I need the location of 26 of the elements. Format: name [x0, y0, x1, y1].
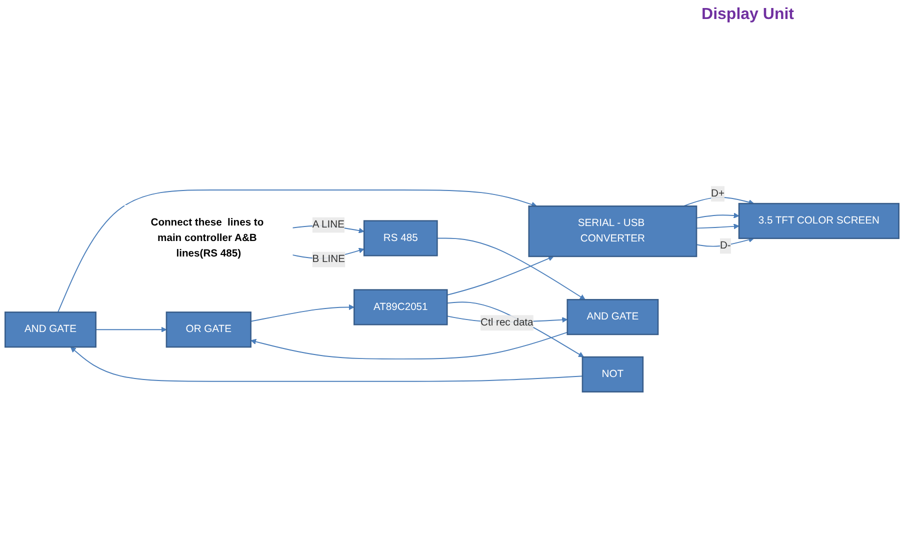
node-box: NOT — [582, 356, 644, 392]
arrow — [95, 326, 167, 332]
node-box: AT89C2051 — [354, 289, 448, 326]
arrow — [70, 346, 583, 382]
diagram-title: Display Unit — [702, 6, 794, 24]
arrow — [250, 332, 568, 360]
node-text: Connect these lines to main controller A&B lines(RS 485) — [150, 216, 264, 259]
edge-label: D- — [720, 240, 731, 252]
arrow — [250, 304, 354, 322]
arrow — [682, 196, 754, 207]
arrow — [446, 256, 554, 296]
edge-label: B LINE — [312, 254, 345, 265]
node-box: SERIAL - USB CONVERTER — [528, 206, 698, 258]
arrow — [436, 238, 586, 300]
node-box: OR GATE — [166, 312, 252, 348]
arrow — [696, 224, 740, 230]
arrow — [696, 212, 740, 218]
node-box: AND GATE — [4, 312, 96, 348]
edge-label: Ctl rec data — [480, 317, 534, 328]
node-box: AND GATE — [566, 298, 659, 336]
node-box: RS 485 — [363, 220, 438, 256]
arrow — [57, 190, 537, 313]
arrow — [696, 236, 754, 247]
edge-label: A LINE — [312, 219, 344, 230]
edge-label: D+ — [711, 188, 724, 200]
node-box: 3.5 TFT COLOR SCREEN — [738, 202, 900, 240]
